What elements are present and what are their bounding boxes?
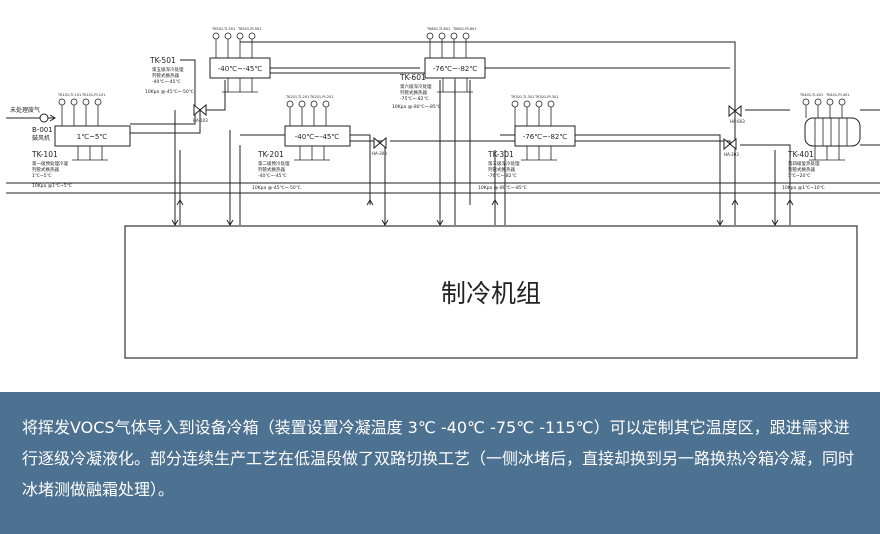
refrigeration-unit-label: 制冷机组 — [441, 279, 541, 308]
tank-301-desc3: -76℃~-82℃ — [488, 173, 517, 179]
tank-201-inst2: TK201-PI-201 — [309, 95, 333, 99]
tank-101-desc2: 列管式换热器 — [32, 166, 59, 173]
tank-501-inst2: TK501-PI-501 — [237, 27, 261, 31]
tank-201-id: TK-201 — [257, 150, 284, 159]
tank-201-temp: -40℃~-45℃ — [295, 133, 340, 141]
tank-401-id: TK-401 — [787, 150, 814, 159]
tank-401-desc2: 列管式换热器 — [788, 166, 815, 173]
tank-301-inst2: TK301-PI-301 — [534, 95, 558, 99]
tank-401-desc3: 5℃~20℃ — [788, 173, 810, 179]
tank-201-inst1: TK201-TI-201 — [285, 95, 309, 99]
tank-301-body — [514, 125, 576, 147]
valve-ha203-icon — [723, 137, 737, 151]
blower-id: B-001 — [32, 126, 53, 134]
tank-601-id: TK-601 — [399, 73, 426, 82]
caption-panel: 将挥发VOCS气体导入到设备冷箱（装置设置冷凝温度 3℃ -40℃ -75℃ -… — [0, 392, 880, 534]
tank-601-desc3: -75℃~-82℃ — [400, 96, 429, 102]
tank-301-inst1: TK301-TI-301 — [510, 95, 534, 99]
tank-601-desc1: 第六级深冷处理 — [400, 83, 432, 90]
tank-501-desc2: 列管式换热器 — [152, 72, 179, 79]
tank-601-desc4: 10Kpa @-80℃~-85℃ — [392, 104, 441, 110]
tank-301-desc2: 列管式换热器 — [488, 166, 515, 173]
blower-b001-icon — [39, 113, 49, 123]
tank-401-body — [804, 117, 861, 147]
tank-101-temp: 1℃~5℃ — [77, 133, 108, 141]
tank-301-id: TK-301 — [487, 150, 514, 159]
tank-201-body — [284, 125, 351, 147]
tank-101-id: TK-101 — [31, 150, 58, 159]
tank-401-desc4: 10Kpa @1℃~10℃ — [782, 185, 825, 191]
tank-101-desc1: 第一级预处理冷凝 — [32, 160, 68, 167]
tank-201-desc4: 10Kpa @-45℃~-50℃ — [252, 185, 301, 191]
valve-ha303-tag: HA-303 — [372, 151, 387, 156]
tank-501-id: TK-501 — [149, 56, 176, 65]
valve-ha103-tag: HA-103 — [193, 118, 208, 123]
tank-101-desc4: 10Kpa @1℃~5℃ — [32, 183, 72, 189]
tank-501-desc4: 10Kpa @-45℃~-50℃ — [145, 89, 194, 95]
tank-601-desc2: 列管式换热器 — [400, 89, 427, 96]
tank-601-temp: -76℃~-82℃ — [433, 65, 478, 73]
tank-501-inst1: TK501-TI-501 — [211, 27, 235, 31]
inlet-label: 未处理废气 — [10, 106, 40, 114]
tank-301-desc1: 第三级深冷处理 — [488, 160, 520, 167]
process-flow-diagram: 制冷机组 未处理废气 B-001 鼓风机 1℃~5℃ TK-101 第一级预处理… — [6, 27, 880, 359]
tank-601-inst2: TK601-PI-601 — [452, 27, 476, 31]
tank-201-desc3: -40℃~-45℃ — [258, 173, 287, 179]
tank-101-desc3: 1℃~5℃ — [32, 173, 52, 179]
valve-ha103-icon — [193, 103, 207, 117]
tank-301-desc4: 10Kpa @-80℃~-85℃ — [478, 185, 527, 191]
tank-201-desc2: 列管式换热器 — [258, 166, 285, 173]
tank-101-inst1: TK101-TI-101 — [57, 93, 81, 97]
valve-ha603-icon — [728, 104, 742, 118]
tank-401-inst2: TK401-PI-401 — [825, 93, 849, 97]
blower-name: 鼓风机 — [32, 134, 50, 142]
valve-ha303-icon — [373, 136, 387, 150]
tank-501-desc1: 第五级深冷处理 — [152, 66, 184, 73]
tank-201-desc1: 第二级预冷处理 — [258, 160, 290, 167]
valve-ha203-tag: HA-203 — [724, 152, 739, 157]
valve-ha603-tag: HA-603 — [730, 119, 745, 124]
tank-401-inst1: TK401-TI-401 — [799, 93, 823, 97]
tank-501-desc3: -40℃~-45℃ — [152, 79, 181, 85]
tank-301-temp: -76℃~-82℃ — [523, 133, 568, 141]
tank-101-body — [54, 125, 131, 147]
tank-501-temp: -40℃~-45℃ — [218, 65, 263, 73]
tank-601-inst1: TK601-TI-601 — [426, 27, 450, 31]
refrigeration-unit-box — [124, 225, 858, 359]
caption-text: 将挥发VOCS气体导入到设备冷箱（装置设置冷凝温度 3℃ -40℃ -75℃ -… — [22, 418, 855, 499]
tank-401-desc1: 第四级复热处理 — [788, 160, 820, 167]
tank-101-inst2: TK101-PI-101 — [81, 93, 105, 97]
